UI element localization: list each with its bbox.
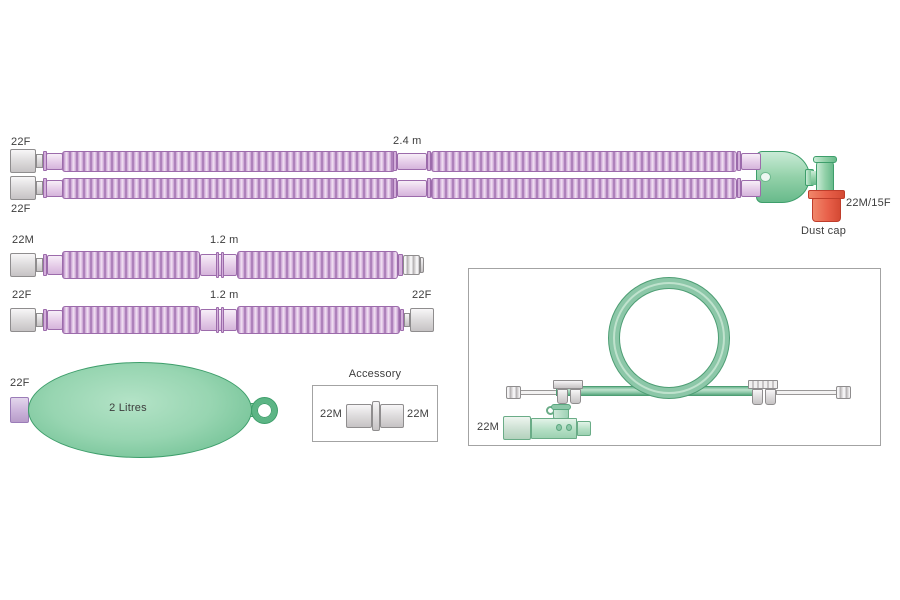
tube-ring	[221, 307, 224, 333]
corrugated-tube	[62, 151, 395, 172]
bag-connector	[10, 397, 29, 423]
accessory-connector-left	[346, 404, 372, 428]
line-fitting-right-barrel	[752, 389, 763, 405]
limb-bottom-connector-label: 22F	[11, 203, 31, 215]
tube-ring	[43, 254, 47, 276]
sampling-coil-hole	[619, 288, 719, 388]
line-fitting-left-barrel	[557, 389, 568, 404]
bag-hanging-ring	[252, 398, 277, 423]
line-fitting-left-barrel	[570, 389, 581, 404]
accessory-left-label: 22M	[320, 408, 342, 420]
tube-ring	[737, 151, 741, 171]
dust-cap-body	[812, 198, 841, 222]
sampling-line-right	[776, 390, 838, 395]
bag-connector-label: 22F	[10, 377, 30, 389]
corrugated-tube	[431, 151, 737, 172]
tube-22f-right-label: 22F	[412, 289, 432, 301]
connector-neck	[36, 154, 43, 168]
sampling-line-left	[520, 390, 558, 395]
accessory-connector-right	[380, 404, 404, 428]
male-connector-22m	[403, 255, 420, 275]
tube-cuff	[46, 153, 63, 170]
elbow-top-cap	[813, 156, 837, 163]
connector-neck	[404, 313, 410, 327]
line-fitting-left-plate	[553, 380, 583, 389]
luer-connector-right	[836, 386, 851, 399]
tube-ring	[427, 178, 431, 198]
tube-ring	[43, 309, 47, 331]
y-piece-port-hole	[760, 172, 771, 182]
elbow-body	[816, 160, 834, 194]
dust-cap-label: Dust cap	[801, 225, 847, 237]
tube-22m-length-label: 1.2 m	[210, 234, 239, 246]
adapter-body	[531, 418, 577, 439]
corrugated-tube	[431, 178, 737, 199]
corrugated-tube	[237, 251, 398, 279]
tube-22m-connector-label: 22M	[12, 234, 34, 246]
tube-cuff	[46, 180, 63, 197]
adapter-vent-hole	[556, 424, 562, 431]
tube-22f-length-label: 1.2 m	[210, 289, 239, 301]
adapter-port-cap	[551, 404, 571, 410]
limb-length-label: 2.4 m	[393, 135, 422, 147]
line-fitting-right-barrel	[765, 389, 776, 405]
accessory-connector-flange	[372, 401, 380, 431]
elbow-size-label: 22M/15F	[846, 197, 891, 209]
straight-connector	[410, 308, 434, 332]
tube-cuff	[397, 153, 427, 170]
tube-ring	[393, 178, 397, 198]
corrugated-tube	[237, 306, 400, 334]
adapter-female-end	[503, 416, 531, 440]
tube-ring	[393, 151, 397, 171]
tube-ring	[400, 309, 404, 331]
tube-ring	[427, 151, 431, 171]
tube-ring	[216, 307, 219, 333]
connector-neck	[36, 313, 43, 327]
tube-ring	[398, 254, 403, 276]
tube-cuff	[397, 180, 427, 197]
male-connector-tip	[420, 257, 424, 273]
adapter-male-tip	[577, 421, 591, 436]
bag-capacity-label: 2 Litres	[109, 402, 147, 414]
corrugated-tube	[62, 251, 200, 279]
corrugated-tube	[62, 178, 395, 199]
tube-cuff	[47, 310, 63, 330]
luer-connector-left	[506, 386, 521, 399]
accessory-title: Accessory	[348, 368, 402, 380]
tube-cuff	[47, 255, 63, 275]
tube-ring	[737, 178, 741, 198]
straight-connector	[10, 176, 36, 200]
tube-ring	[216, 252, 219, 278]
tube-cuff	[741, 153, 761, 170]
adapter-vent-hole	[566, 424, 572, 431]
breathing-bag	[28, 362, 252, 458]
line-fitting-right-plate	[748, 380, 778, 389]
accessory-right-label: 22M	[407, 408, 429, 420]
tube-cuff	[741, 180, 761, 197]
straight-connector	[10, 253, 36, 277]
tube-22f-left-label: 22F	[12, 289, 32, 301]
straight-connector	[10, 308, 36, 332]
connector-neck	[36, 258, 43, 272]
connector-neck	[36, 181, 43, 195]
tube-ring	[221, 252, 224, 278]
limb-top-connector-label: 22F	[11, 136, 31, 148]
corrugated-tube	[62, 306, 200, 334]
sampling-adapter-label: 22M	[477, 421, 499, 433]
sampling-coil-stripe	[613, 282, 725, 394]
straight-connector	[10, 149, 36, 173]
